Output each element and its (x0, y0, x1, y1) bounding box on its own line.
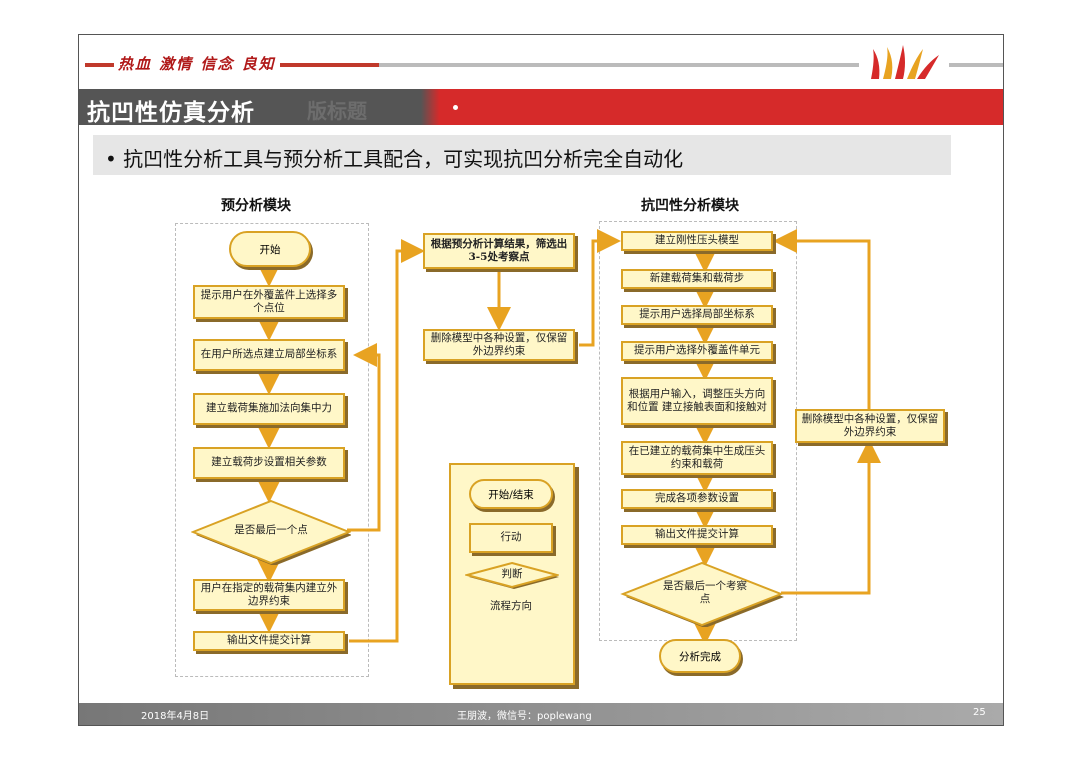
flow-connectors (257, 229, 881, 645)
slide: 热血 激情 信念 良知 抗凹性仿真分析 版标题 • 抗凹性分析工具与预分析工具配… (78, 34, 1004, 726)
pre-decision-diamond (191, 499, 351, 565)
dent-end: 分析完成 (659, 639, 741, 673)
flame-logo-icon (871, 45, 939, 79)
pre-start: 开始 (229, 231, 311, 267)
pre-step-load-step: 建立载荷步设置相关参数 (193, 447, 345, 479)
dent-module-heading: 抗凹性分析模块 (641, 198, 739, 214)
legend: 开始/结束 行动 判断 流程方向 (449, 463, 575, 685)
pre-step-select-points: 提示用户在外覆盖件上选择多个点位 (193, 285, 345, 319)
mid-select-points: 根据预分析计算结果，筛选出3-5处考察点 (423, 233, 575, 269)
title-placeholder: 版标题 (307, 99, 367, 123)
motto: 热血 激情 信念 良知 (114, 53, 280, 74)
pre-step-local-csys: 在用户所选点建立局部坐标系 (193, 339, 345, 371)
title-dot (453, 105, 458, 110)
subtitle: • 抗凹性分析工具与预分析工具配合，可实现抗凹分析完全自动化 (105, 143, 683, 172)
pre-step-load-set: 建立载荷集施加法向集中力 (193, 393, 345, 425)
legend-action: 行动 (469, 523, 553, 553)
legend-decision-diamond (465, 561, 559, 589)
dent-decision-label: 是否最后一个考察点 (663, 579, 747, 605)
dent-step-select-csys: 提示用户选择局部坐标系 (621, 305, 773, 325)
footer: 2018年4月8日 王朋波，微信号：poplewang 25 (79, 703, 1003, 725)
footer-date: 2018年4月8日 (141, 711, 210, 722)
legend-terminal: 开始/结束 (469, 479, 553, 509)
pre-module-container (175, 223, 369, 677)
dent-step-select-element: 提示用户选择外覆盖件单元 (621, 341, 773, 361)
pre-module-heading: 预分析模块 (221, 198, 291, 214)
dent-step-params: 完成各项参数设置 (621, 489, 773, 509)
subtitle-text: 抗凹性分析工具与预分析工具配合，可实现抗凹分析完全自动化 (123, 147, 684, 171)
dent-decision-diamond (620, 561, 784, 627)
top-rule-gray-end (949, 63, 1003, 67)
mid-delete-settings: 删除模型中各种设置，仅保留外边界约束 (423, 329, 575, 361)
pre-step-boundary: 用户在指定的载荷集内建立外边界约束 (193, 579, 345, 611)
legend-flow-label: 流程方向 (490, 600, 532, 613)
dent-step-output: 输出文件提交计算 (621, 525, 773, 545)
footer-page-number: 25 (973, 707, 986, 718)
dent-step-load-set: 新建载荷集和载荷步 (621, 269, 773, 289)
dent-step-rigid-indenter: 建立刚性压头模型 (621, 231, 773, 251)
dent-step-generate-load: 在已建立的载荷集中生成压头约束和载荷 (621, 441, 773, 475)
footer-author: 王朋波，微信号：poplewang (457, 711, 592, 722)
subtitle-bar (93, 135, 951, 175)
bullet: • (105, 147, 117, 171)
dent-side-delete-settings: 删除模型中各种设置，仅保留外边界约束 (795, 409, 945, 443)
dent-step-adjust-indenter: 根据用户输入，调整压头方向和位置 建立接触表面和接触对 (621, 377, 773, 425)
page-title: 抗凹性仿真分析 (87, 100, 255, 126)
legend-decision-label: 判断 (501, 568, 523, 581)
top-rule-gray (379, 63, 859, 67)
pre-step-output: 输出文件提交计算 (193, 631, 345, 651)
pre-decision-label: 是否最后一个点 (234, 524, 308, 537)
title-bar (79, 89, 1003, 125)
